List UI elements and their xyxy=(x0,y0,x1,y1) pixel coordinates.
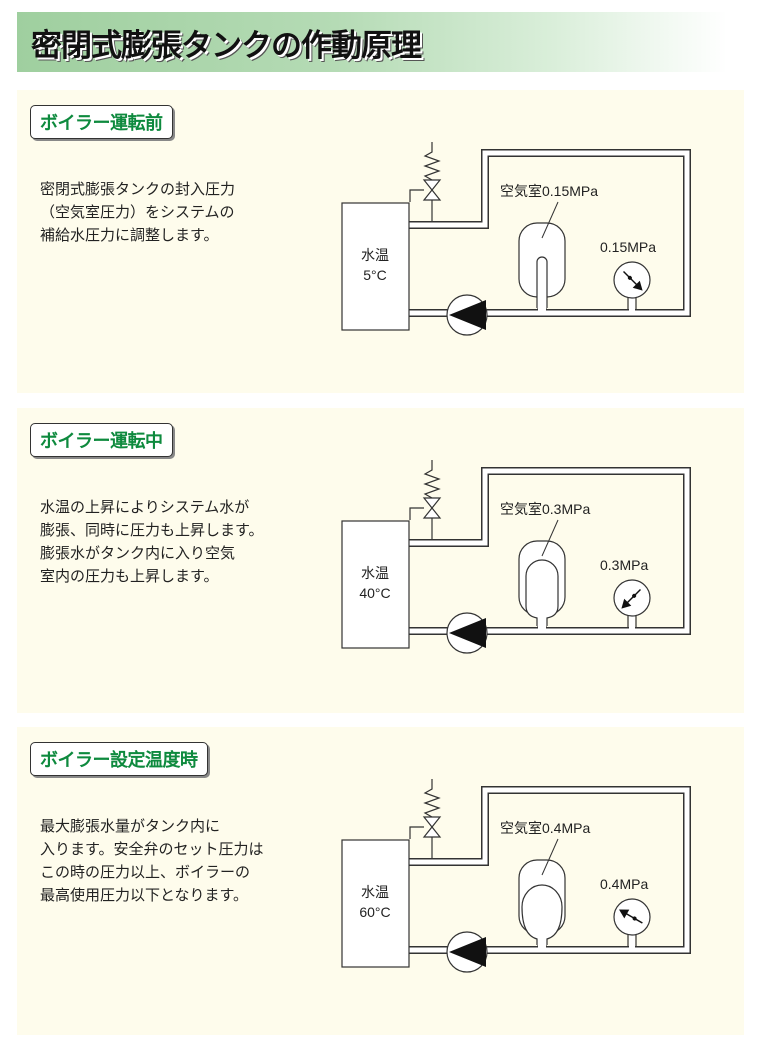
tank-stem-fill xyxy=(538,300,546,314)
gauge-label: 0.15MPa xyxy=(600,239,656,255)
pipe xyxy=(409,468,690,634)
stage-panel-before: ボイラー運転前 密閉式膨張タンクの封入圧力 （空気室圧力）をシステムの 補給水圧… xyxy=(17,90,744,393)
needle-pivot xyxy=(632,916,637,921)
bladder xyxy=(536,256,548,308)
pump-arrow-icon xyxy=(449,618,486,648)
bladder xyxy=(521,884,563,945)
stage-description: 密閉式膨張タンクの封入圧力 （空気室圧力）をシステムの 補給水圧力に調整します。 xyxy=(40,180,236,244)
page-title: 密閉式膨張タンクの作動原理 xyxy=(31,28,422,64)
valve-outlet xyxy=(409,507,424,520)
boiler xyxy=(341,202,410,331)
expansion-tank-diagram: 水温 5°C 空気室0.15MPa 0.15MPa xyxy=(341,142,691,336)
safety-valve-icon xyxy=(422,497,442,519)
gauge-stem xyxy=(627,298,637,310)
safety-valve-icon xyxy=(422,179,442,201)
gauge-needle xyxy=(622,270,643,291)
boiler-temp: 60°C xyxy=(359,904,390,920)
needle-head xyxy=(621,598,632,609)
boiler-label: 水温 xyxy=(361,247,389,263)
pump-arrow-icon xyxy=(449,300,486,330)
pump-arrow-icon xyxy=(449,937,486,967)
stage-label: ボイラー運転中 xyxy=(30,423,173,457)
gauge-label: 0.4MPa xyxy=(600,876,648,892)
expansion-tank-diagram: 水温 60°C 空気室0.4MPa 0.4MPa xyxy=(341,779,691,973)
expansion-tank-diagram: 水温 40°C 空気室0.3MPa 0.3MPa xyxy=(341,460,691,654)
valve-spring xyxy=(423,460,441,499)
leader-line xyxy=(541,838,559,876)
safety-valve-icon xyxy=(422,816,442,838)
stage-description: 水温の上昇によりシステム水が 膨張、同時に圧力も上昇します。 膨張水がタンク内に… xyxy=(40,498,264,585)
stage-label: ボイラー運転前 xyxy=(30,105,173,139)
needle-pivot xyxy=(632,593,637,598)
valve-outlet xyxy=(409,826,424,839)
boiler xyxy=(341,520,410,649)
gauge-stem-fill xyxy=(629,933,635,949)
valve-spring xyxy=(423,779,441,818)
gauge-needle xyxy=(621,588,642,609)
needle-head xyxy=(632,280,643,291)
boiler-label: 水温 xyxy=(361,565,389,581)
pipe xyxy=(409,150,690,316)
leader-line xyxy=(541,519,559,557)
title-banner: 密閉式膨張タンクの作動原理 xyxy=(17,12,727,72)
boiler-temp: 5°C xyxy=(363,267,387,283)
valve-outlet xyxy=(409,189,424,202)
stage-label: ボイラー設定温度時 xyxy=(30,742,208,776)
air-chamber-label: 空気室0.4MPa xyxy=(500,820,590,836)
needle-pivot xyxy=(627,275,632,280)
boiler-temp: 40°C xyxy=(359,585,390,601)
boiler-label: 水温 xyxy=(361,884,389,900)
gauge-stem xyxy=(627,616,637,628)
valve-spring xyxy=(423,142,441,181)
stage-panel-running: ボイラー運転中 水温の上昇によりシステム水が 膨張、同時に圧力も上昇します。 膨… xyxy=(17,408,744,713)
stage-panel-set-temp: ボイラー設定温度時 最大膨張水量がタンク内に 入ります。安全弁のセット圧力は こ… xyxy=(17,727,744,1035)
needle-head xyxy=(619,909,630,919)
gauge-stem xyxy=(627,935,637,947)
boiler xyxy=(341,839,410,968)
air-chamber-label: 空気室0.3MPa xyxy=(500,501,590,517)
bladder xyxy=(525,559,559,626)
tank-stem-fill xyxy=(538,618,546,632)
stage-description: 最大膨張水量がタンク内に 入ります。安全弁のセット圧力は この時の圧力以上、ボイ… xyxy=(40,817,264,904)
air-chamber-label: 空気室0.15MPa xyxy=(500,183,598,199)
gauge-stem-fill xyxy=(629,614,635,630)
gauge-needle xyxy=(619,909,643,924)
gauge-label: 0.3MPa xyxy=(600,557,648,573)
gauge-stem-fill xyxy=(629,296,635,312)
tank-stem-fill xyxy=(538,937,546,951)
pipe xyxy=(409,787,690,953)
leader-line xyxy=(541,201,559,239)
